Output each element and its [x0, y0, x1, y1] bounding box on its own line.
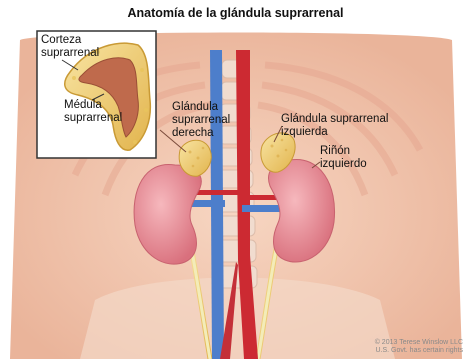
copyright-line2: U.S. Govt. has certain rights	[375, 347, 463, 355]
left-kidney-label: Riñón izquierdo	[320, 145, 367, 171]
left-gland-label: Glándula suprarrenal izquierda	[281, 113, 388, 139]
left-gland-label-line2: izquierda	[281, 126, 388, 139]
copyright-notice: © 2013 Terese Winslow LLC U.S. Govt. has…	[375, 339, 463, 355]
left-kidney-label-line1: Riñón	[320, 145, 367, 158]
right-gland-label-line3: derecha	[172, 127, 230, 140]
right-gland-label-line1: Glándula	[172, 101, 230, 114]
right-gland-label: Glándula suprarrenal derecha	[172, 101, 230, 140]
cortex-label-line1: Corteza	[41, 34, 99, 47]
left-gland-label-line1: Glándula suprarrenal	[281, 113, 388, 126]
copyright-line1: © 2013 Terese Winslow LLC	[375, 339, 463, 347]
cortex-label-line2: suprarrenal	[41, 47, 99, 60]
medulla-label: Médula suprarrenal	[64, 99, 122, 125]
medulla-label-line1: Médula	[64, 99, 122, 112]
cortex-label: Corteza suprarrenal	[41, 34, 99, 60]
left-kidney-label-line2: izquierdo	[320, 158, 367, 171]
medulla-label-line2: suprarrenal	[64, 112, 122, 125]
pelvis-bone	[80, 278, 395, 359]
right-gland-label-line2: suprarrenal	[172, 114, 230, 127]
